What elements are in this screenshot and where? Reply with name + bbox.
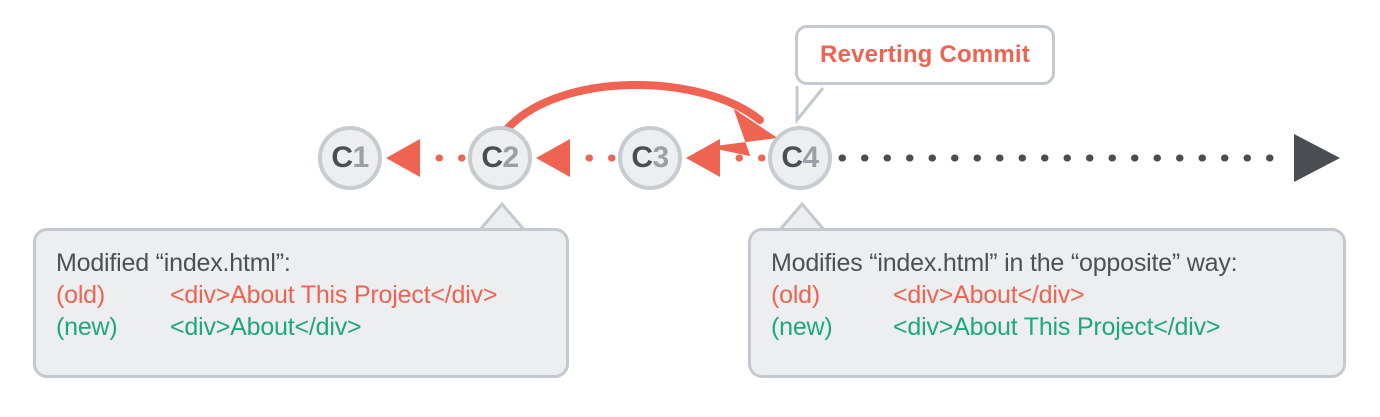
arrow-c3-to-c2 [536,139,616,177]
right-box-diff-row-new: (new) <div>About This Project</div> [771,311,1323,343]
commit-label-c3-prefix: C [631,141,653,174]
right-box-diff-row-old: (old) <div>About</div> [771,279,1323,311]
commit-label-c1-number: 1 [352,141,369,174]
right-old-tag: (old) [771,281,821,309]
right-old-code: <div>About</div> [893,281,1085,309]
commit-label-c2-number: 2 [502,141,519,174]
left-old-tag: (old) [56,281,106,309]
commit-detail-box-left: Modified “index.html”: (old) <div>About … [33,228,569,378]
commit-label-c4-prefix: C [781,141,803,174]
commit-label-c1-prefix: C [331,141,353,174]
left-box-diff-row-new: (new) <div>About</div> [56,311,546,343]
revert-arrow-c2-to-c4 [504,81,778,157]
right-box-title: Modifies “index.html” in the “opposite” … [771,249,1238,277]
left-box-title: Modified “index.html”: [56,249,291,277]
right-new-tag: (new) [771,313,833,341]
commit-label-c4-number: 4 [802,141,819,174]
arrow-c2-to-c1 [386,139,466,177]
commit-label-c3-number: 3 [652,141,669,174]
callout-tail [795,86,825,125]
reverting-commit-label: Reverting Commit [820,41,1030,68]
left-new-tag: (new) [56,313,118,341]
left-new-code: <div>About</div> [170,313,362,341]
left-old-code: <div>About This Project</div> [170,281,498,309]
commit-label-c2-prefix: C [481,141,503,174]
reverting-commit-callout: Reverting Commit [795,25,1055,85]
left-box-diff-row-old: (old) <div>About This Project</div> [56,279,546,311]
timeline-future [838,134,1340,182]
arrow-c4-to-c3 [686,139,766,177]
commit-detail-box-right: Modifies “index.html” in the “opposite” … [748,228,1346,378]
right-new-code: <div>About This Project</div> [893,313,1221,341]
